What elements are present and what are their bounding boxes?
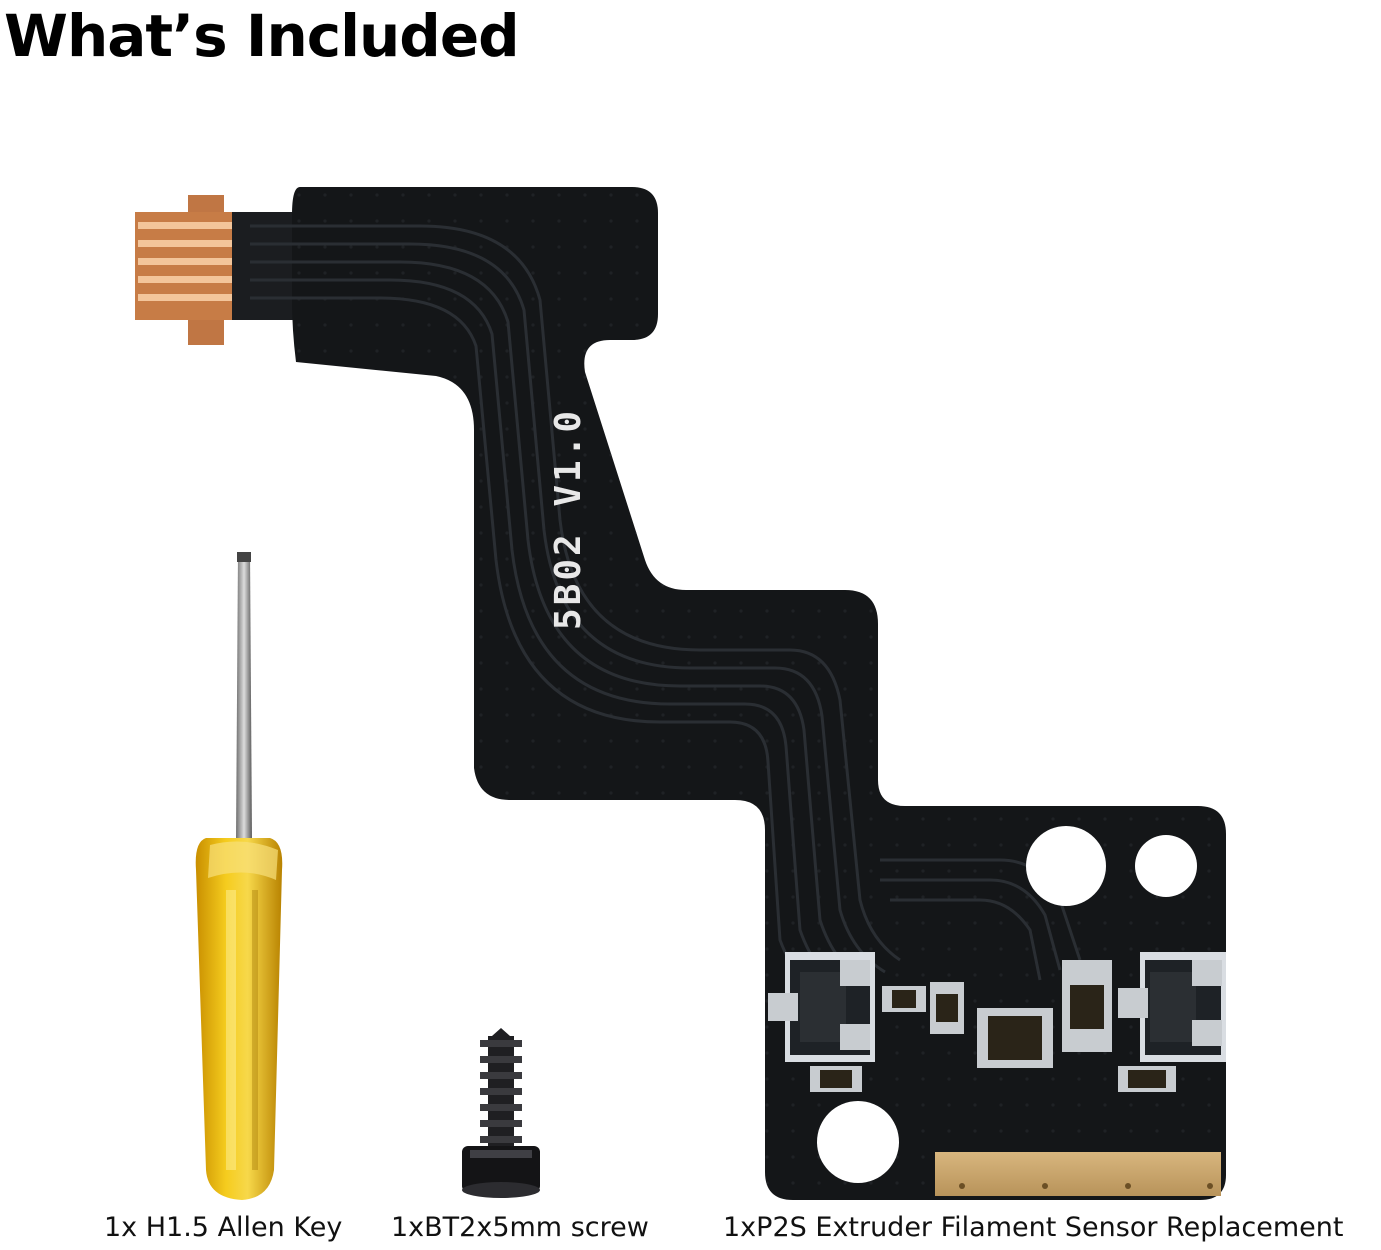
screw-icon (462, 1028, 540, 1198)
mounting-hole (1135, 835, 1197, 897)
mounting-hole (1026, 826, 1106, 906)
pcb-silkscreen-label: 5B02 V1.0 (548, 408, 589, 630)
screwdriver-icon (195, 552, 283, 1200)
caption-screw: 1xBT2x5mm screw (391, 1212, 649, 1243)
gold-edge-contact (935, 1152, 1221, 1196)
caption-allen-key: 1x H1.5 Allen Key (104, 1212, 343, 1243)
caption-sensor-board: 1xP2S Extruder Filament Sensor Replaceme… (723, 1212, 1344, 1243)
mounting-hole (817, 1101, 899, 1183)
page-title: What’s Included (4, 2, 520, 70)
copper-connector (135, 195, 302, 345)
smd-components (768, 952, 1226, 1092)
pcb-board-icon: 5B02 V1.0 (135, 187, 1226, 1200)
